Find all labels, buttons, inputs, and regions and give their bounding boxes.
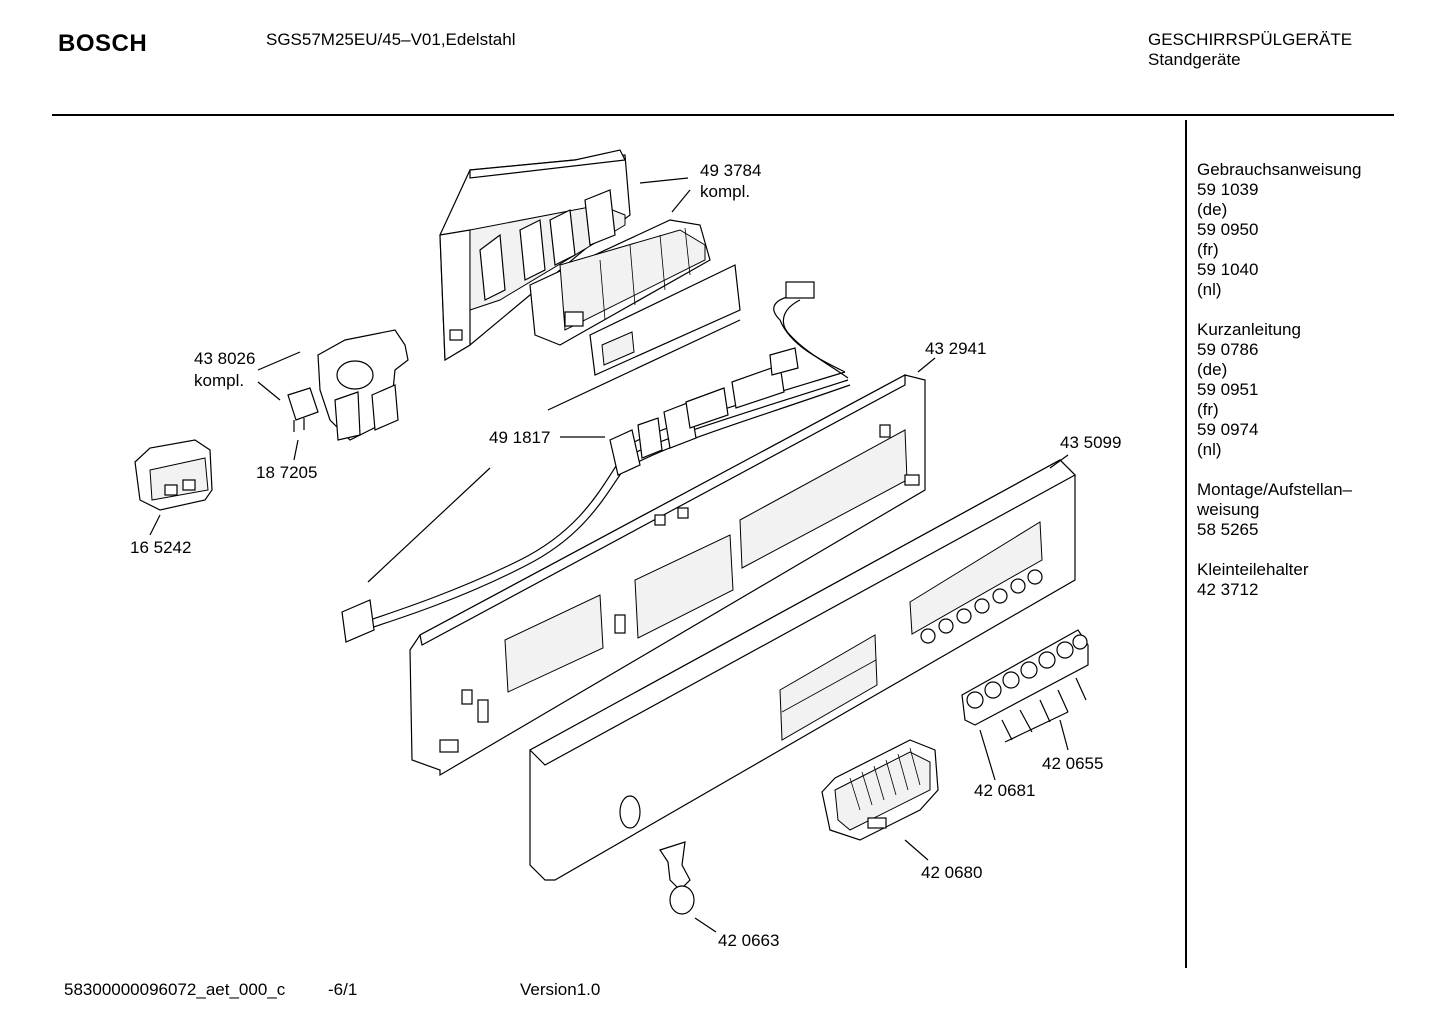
callout-491817: 49 1817 xyxy=(489,428,550,447)
sidebar-line: (de) xyxy=(1197,200,1228,219)
callout-420681: 42 0681 xyxy=(974,781,1035,800)
sidebar-line: Montage/Aufstellan– xyxy=(1197,480,1352,499)
callout-493784-sub: kompl. xyxy=(700,182,750,201)
callout-438026: 43 8026 xyxy=(194,349,255,368)
sidebar-line: 59 0950 xyxy=(1197,220,1259,239)
header-divider xyxy=(52,114,1394,116)
callout-labels: 49 3784 kompl. 43 8026 kompl. 18 7205 16… xyxy=(130,161,1121,950)
sidebar-line: (de) xyxy=(1197,360,1228,379)
sidebar-divider xyxy=(1185,120,1187,968)
lever-part[interactable] xyxy=(659,841,695,915)
callout-432941: 43 2941 xyxy=(925,339,986,358)
sidebar-line: 59 1040 xyxy=(1197,260,1259,279)
front-panel-part[interactable] xyxy=(529,459,1076,881)
sidebar-line: 58 5265 xyxy=(1197,520,1259,539)
knob-housing-part[interactable] xyxy=(821,739,939,841)
control-module-part[interactable] xyxy=(439,149,741,376)
control-frame-part[interactable] xyxy=(409,373,926,777)
button-strip-part[interactable] xyxy=(961,629,1089,726)
category-line-2: Standgeräte xyxy=(1148,50,1241,69)
category-heading: GESCHIRRSPÜLGERÄTE Standgeräte xyxy=(1148,30,1352,70)
sidebar-line: Gebrauchsanweisung xyxy=(1197,160,1362,179)
callout-420680: 42 0680 xyxy=(921,863,982,882)
version-label: Version1.0 xyxy=(520,980,601,999)
sidebar-line: (nl) xyxy=(1197,440,1222,459)
sidebar-line: 59 0974 xyxy=(1197,420,1259,439)
sidebar-line: (fr) xyxy=(1197,240,1219,259)
sidebar-line: 59 1039 xyxy=(1197,180,1259,199)
callout-420663: 42 0663 xyxy=(718,931,779,950)
callout-187205: 18 7205 xyxy=(256,463,317,482)
sidebar-line: 59 0786 xyxy=(1197,340,1259,359)
callout-165242: 16 5242 xyxy=(130,538,191,557)
sidebar-line: 59 0951 xyxy=(1197,380,1259,399)
sidebar-line: 42 3712 xyxy=(1197,580,1259,599)
model-number: SGS57M25EU/45–V01,Edelstahl xyxy=(266,30,516,49)
sidebar-group-manual: Gebrauchsanweisung 59 1039 (de) 59 0950 … xyxy=(1197,160,1361,300)
callout-420655: 42 0655 xyxy=(1042,754,1103,773)
callout-438026-sub: kompl. xyxy=(194,371,244,390)
suppressor-part[interactable] xyxy=(287,387,319,432)
sidebar-group-small-parts: Kleinteilehalter 42 3712 xyxy=(1197,560,1361,600)
sidebar-line: (fr) xyxy=(1197,400,1219,419)
switch-part[interactable] xyxy=(317,329,409,441)
sidebar-line: Kurzanleitung xyxy=(1197,320,1301,339)
sidebar-line: weisung xyxy=(1197,500,1260,519)
callout-435099: 43 5099 xyxy=(1060,433,1121,452)
documents-sidebar: Gebrauchsanweisung 59 1039 (de) 59 0950 … xyxy=(1197,160,1361,620)
category-line-1: GESCHIRRSPÜLGERÄTE xyxy=(1148,30,1353,49)
document-id: 58300000096072_aet_000_c xyxy=(64,980,286,999)
sidebar-group-quickguide: Kurzanleitung 59 0786 (de) 59 0951 (fr) … xyxy=(1197,320,1361,460)
sidebar-line: Kleinteilehalter xyxy=(1197,560,1309,579)
page-number: -6/1 xyxy=(328,980,358,999)
relay-part[interactable] xyxy=(134,439,213,511)
wiring-harness-part[interactable] xyxy=(341,281,851,643)
sidebar-group-installation: Montage/Aufstellan– weisung 58 5265 xyxy=(1197,480,1361,540)
brand-logo: BOSCH xyxy=(58,30,148,57)
callout-493784: 49 3784 xyxy=(700,161,761,180)
sidebar-line: (nl) xyxy=(1197,280,1222,299)
leader-lines xyxy=(149,177,1087,933)
